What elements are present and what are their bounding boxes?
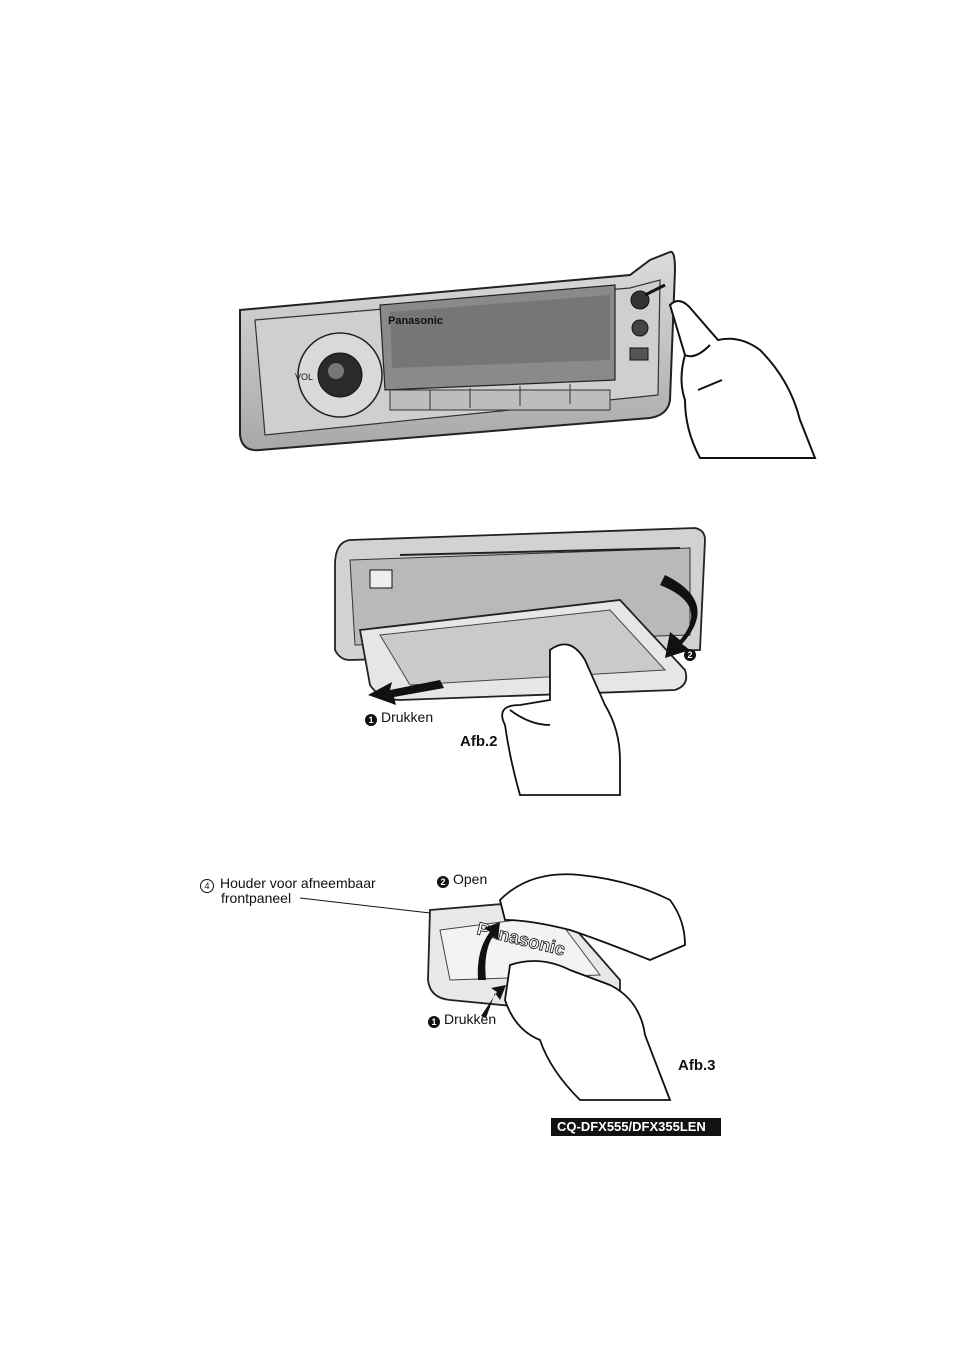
fig3-callout-line2: frontpaneel xyxy=(221,890,291,906)
panel-brand-text: Panasonic xyxy=(388,315,443,327)
fig3-step2-number: 2 xyxy=(437,876,449,888)
stereo-front-panel: Panasonic VOL xyxy=(240,252,675,450)
fig3-caption: Afb.3 xyxy=(678,1057,716,1074)
operating-hand xyxy=(500,874,685,1100)
fig2-step1-label: 1 Drukken xyxy=(365,709,433,726)
pressing-hand xyxy=(670,301,815,458)
fig3-callout-line1: Houder voor afneembaar xyxy=(220,875,376,891)
fig2-step1-number: 1 xyxy=(365,714,377,726)
fig3-step1-label: 1 Drukken xyxy=(428,1011,496,1028)
callout-leader-line xyxy=(300,898,430,913)
fig2-step1-text: Drukken xyxy=(381,709,433,725)
figure-1-illustration: Panasonic VOL xyxy=(230,240,830,460)
fig3-step1-text: Drukken xyxy=(444,1011,496,1027)
fig3-callout-number: 4 xyxy=(200,879,214,893)
footer-model-bar: CQ-DFX555/DFX355LEN xyxy=(551,1118,721,1136)
figure-2-illustration xyxy=(320,510,740,800)
panel-vol-text: VOL xyxy=(295,372,313,382)
fig3-step2-text: Open xyxy=(453,871,487,887)
fig2-caption: Afb.2 xyxy=(460,733,498,750)
fig3-step1-number: 1 xyxy=(428,1016,440,1028)
fig2-step2-number: 2 xyxy=(684,649,696,661)
figure-3-illustration: Panasonic xyxy=(300,860,730,1110)
fig3-step2-label: 2 Open xyxy=(437,871,487,888)
fig2-step2-marker: 2 xyxy=(684,644,700,661)
